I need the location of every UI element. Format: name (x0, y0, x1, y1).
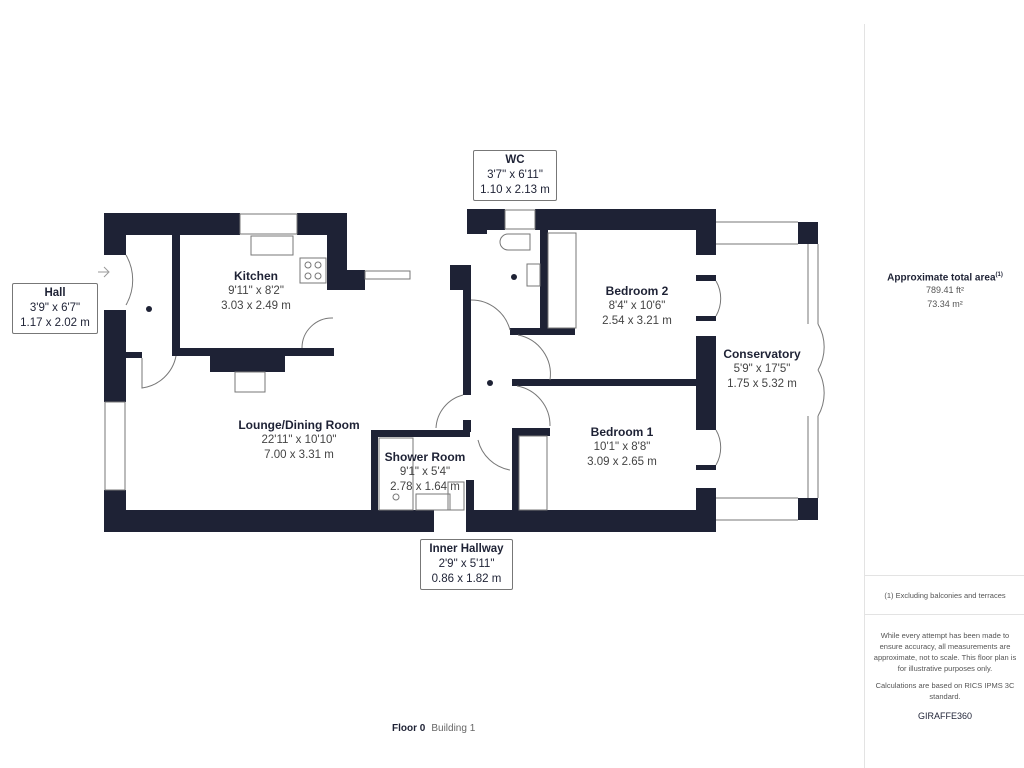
room-imperial: 10'1" x 8'8" (593, 441, 651, 453)
room-metric: 1.75 x 5.32 m (727, 378, 797, 390)
room-label-wc: WC 3'7" x 6'11" 1.10 x 2.13 m (473, 150, 557, 201)
room-label-inner-hallway: Inner Hallway 2'9" x 5'11" 0.86 x 1.82 m (420, 539, 513, 590)
room-name: Bedroom 1 (590, 425, 654, 439)
area-ft: 789.41 ft² (925, 285, 965, 296)
room-label-shower: Shower Room 9'1" x 5'4" 2.78 x 1.64 m (385, 450, 466, 495)
room-label-bedroom1: Bedroom 1 10'1" x 8'8" 3.09 x 2.65 m (587, 425, 657, 470)
building-name: Building 1 (431, 723, 476, 734)
disclaimer: While every attempt has been made to ens… (873, 631, 1017, 673)
room-imperial: 5'9" x 17'5" (733, 363, 791, 375)
room-label-kitchen: Kitchen 9'11" x 8'2" 3.03 x 2.49 m (221, 269, 291, 314)
room-metric: 2.78 x 1.64 m (390, 481, 460, 493)
room-imperial: 9'1" x 5'4" (399, 466, 451, 478)
fixtures (104, 209, 825, 521)
footnote: (1) Excluding balconies and terraces (884, 591, 1006, 600)
room-metric: 7.00 x 3.31 m (264, 449, 334, 461)
light-points (146, 274, 517, 386)
room-imperial: 22'11" x 10'10" (261, 434, 337, 446)
walls (104, 209, 818, 532)
room-name: Kitchen (233, 269, 278, 283)
room-imperial: 3'7" x 6'11" (487, 169, 543, 181)
room-name: Shower Room (384, 450, 466, 464)
room-name: Inner Hallway (429, 543, 504, 555)
room-name: Lounge/Dining Room (238, 418, 360, 432)
giraffe360-logo: GIRAFFE360 (917, 711, 973, 721)
entrance-arrow-icon (98, 266, 110, 278)
area-m: 73.34 m² (927, 299, 963, 310)
divider (865, 575, 1024, 576)
room-imperial: 2'9" x 5'11" (438, 558, 495, 570)
room-imperial: 9'11" x 8'2" (228, 285, 284, 297)
room-metric: 0.86 x 1.82 m (431, 573, 502, 585)
room-label-conservatory: Conservatory 5'9" x 17'5" 1.75 x 5.32 m (723, 347, 800, 392)
room-name: Conservatory (723, 347, 801, 361)
room-imperial: 3'9" x 6'7" (29, 302, 81, 314)
area-title: Approximate total area (887, 272, 996, 284)
floor-name: Floor 0 (392, 723, 426, 734)
room-metric: 3.09 x 2.65 m (587, 456, 657, 468)
room-metric: 1.17 x 2.02 m (20, 317, 90, 329)
room-metric: 3.03 x 2.49 m (221, 300, 291, 312)
room-label-hall: Hall 3'9" x 6'7" 1.17 x 2.02 m (12, 283, 98, 334)
room-name: Hall (44, 287, 66, 299)
room-name: WC (505, 154, 525, 166)
divider (865, 614, 1024, 615)
info-panel: Approximate total area(1) 789.41 ft² 73.… (864, 24, 1024, 768)
room-metric: 2.54 x 3.21 m (602, 315, 672, 327)
room-imperial: 8'4" x 10'6" (608, 300, 666, 312)
area-footnote-mark: (1) (995, 272, 1003, 278)
room-label-lounge: Lounge/Dining Room 22'11" x 10'10" 7.00 … (238, 418, 359, 463)
calc-note: Calculations are based on RICS IPMS 3C s… (875, 681, 1015, 701)
floor-caption: Floor 0 Building 1 (392, 723, 475, 734)
room-name: Bedroom 2 (605, 284, 669, 298)
room-metric: 1.10 x 2.13 m (480, 184, 550, 196)
room-label-bedroom2: Bedroom 2 8'4" x 10'6" 2.54 x 3.21 m (602, 284, 672, 329)
total-area: Approximate total area(1) 789.41 ft² 73.… (865, 272, 1024, 311)
floor-plan (98, 209, 825, 532)
